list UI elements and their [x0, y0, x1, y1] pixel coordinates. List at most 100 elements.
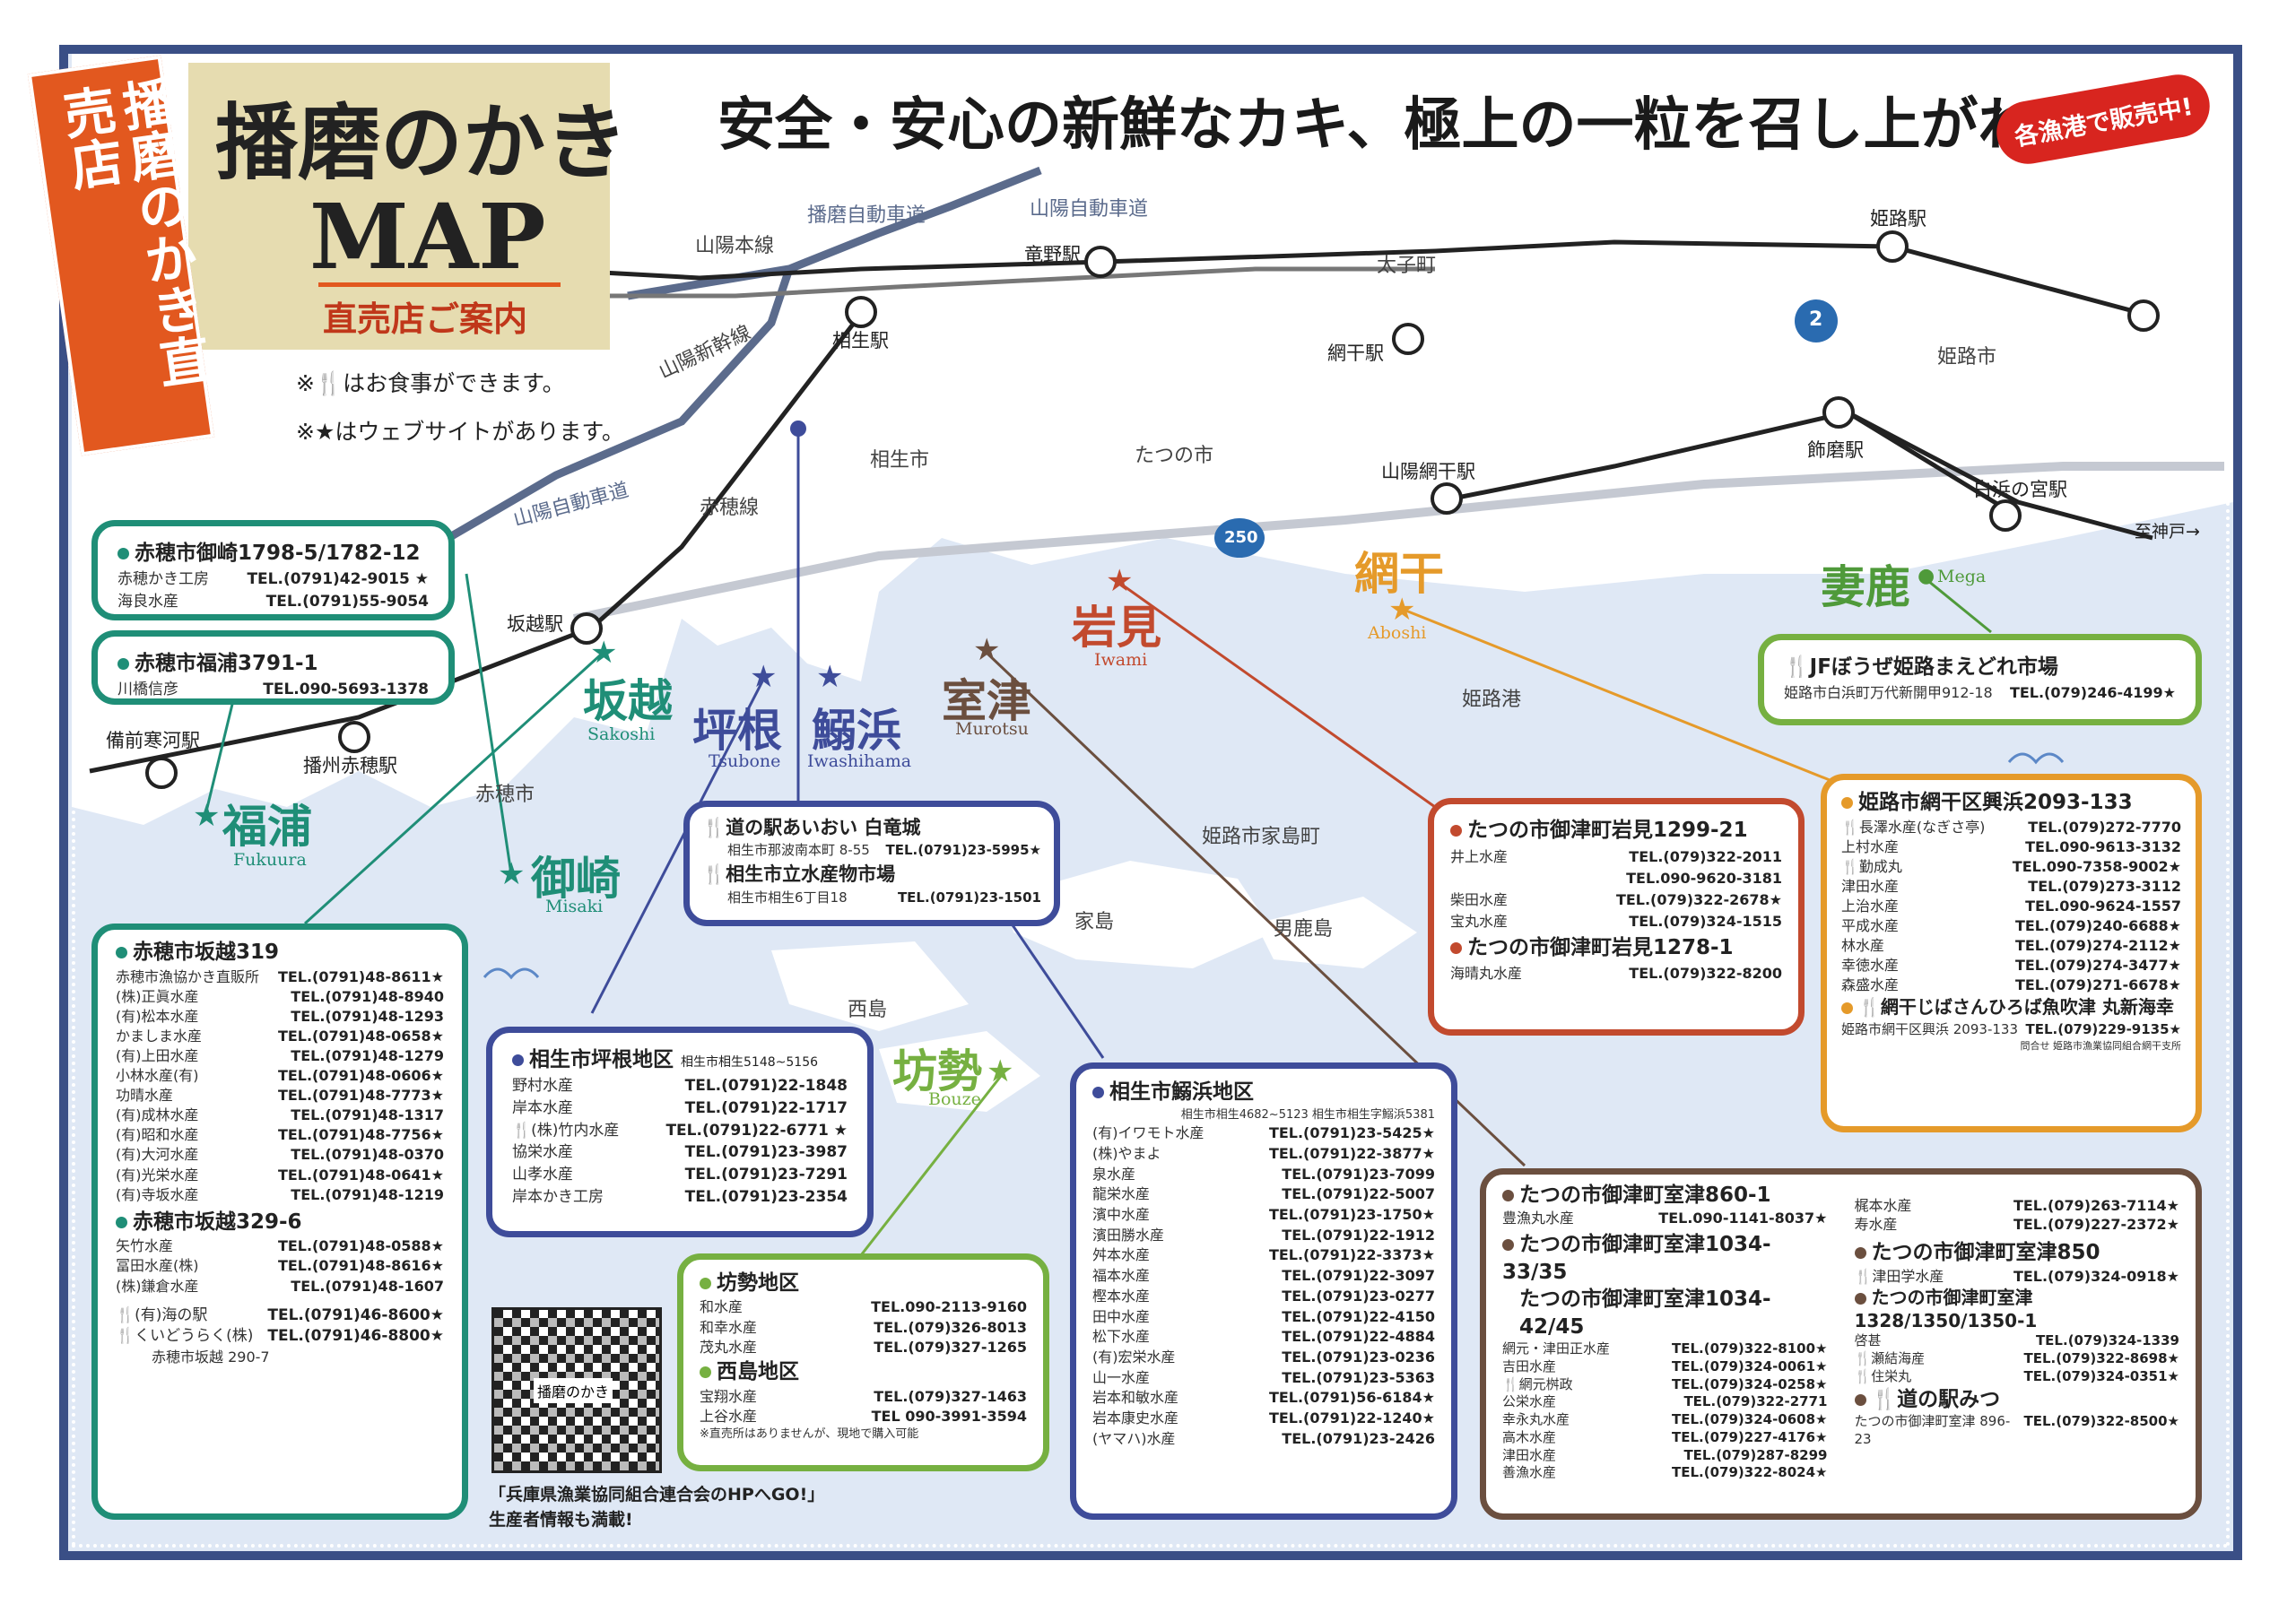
list-item-name: 善漁水産 [1502, 1464, 1557, 1481]
box-misaki-head: 赤穂市御崎1798-5/1782-12 [135, 542, 421, 565]
wave-decoration [483, 752, 2065, 980]
port-tsubone-en: Tsubone [709, 751, 781, 771]
port-misaki-en: Misaki [545, 897, 604, 916]
line-misaki [465, 573, 513, 875]
box-aboshi: 姫路市網干区興浜2093-133 🍴長澤水産(なぎさ亭) TEL.(079)272… [1821, 774, 2202, 1132]
star-fukuura: ★ [193, 798, 221, 834]
station-sakoshi: 坂越駅 [507, 613, 563, 635]
box-sakoshi-head: 赤穂市坂越319 [133, 941, 280, 964]
line-mega [1927, 579, 1992, 634]
headline: 安全・安心の新鮮なカキ、極上の一粒を召し上がれ。 [718, 91, 2094, 159]
title-underline [318, 282, 561, 287]
list-item-tel: TEL.(079)324-0608★ [1672, 1411, 1828, 1428]
list-item-tel: TEL.(0791)46-8800★ [267, 1327, 444, 1346]
box-iwami-head2: たつの市御津町岩見1278-1 [1467, 935, 1734, 959]
list-item: 宝丸水産 TEL.(079)324-1515 [1450, 911, 1782, 932]
qr-caption1: 「兵庫県漁業協同組合連合会のHPへGO!」 [489, 1485, 825, 1505]
list-item-tel: TEL.(079)287-8299 [1683, 1446, 1828, 1463]
bouze-island [879, 1031, 1040, 1112]
list-item-tel: TEL.(079)272-7770 [2028, 818, 2181, 836]
note-web: ※★はウェブサイトがあります。 [296, 419, 624, 445]
city-himeji: 姫路市 [1937, 346, 1997, 369]
list-item-tel: TEL.(079)324-1515 [1629, 912, 1782, 930]
box-aboshi-head: 姫路市網干区興浜2093-133 [1858, 791, 2133, 814]
city-aioi: 相生市 [870, 449, 930, 472]
list-item-name: 上谷水産 [700, 1407, 758, 1425]
station-bizenkanga: 備前寒河駅 [106, 730, 200, 751]
list-item-name: 宝丸水産 [1450, 912, 1509, 930]
list-item-tel: TEL.(0791)48-1293 [291, 1007, 444, 1025]
route-250-number: 250 [1224, 528, 1258, 547]
list-item-name: 矢竹水産 [116, 1237, 174, 1255]
list-item-tel: TEL.(079)273-3112 [2028, 877, 2181, 895]
station-tatsuno: 竜野駅 [1024, 244, 1081, 265]
station-aioi: 相生駅 [832, 330, 889, 351]
list-item-tel: TEL.(0791)22-4884 [1282, 1328, 1435, 1346]
port-fukuura-jp: 福浦 [222, 801, 312, 853]
list-item-name: 泉水産 [1092, 1165, 1136, 1183]
list-item-tel: TEL.(0791)23-3987 [684, 1143, 848, 1162]
line-tsubone [590, 681, 764, 1014]
list-item-tel: TEL.(0791)48-0606★ [277, 1067, 444, 1085]
list-item-tel: TEL.(0791)23-5363 [1282, 1368, 1435, 1386]
list-item-name: 森盛水産 [1841, 976, 1900, 994]
list-item-name: 上村水産 [1841, 837, 1900, 855]
box-murotsu-head3: たつの市御津町室津850 [1871, 1241, 2100, 1265]
box-murotsu-head4: たつの市御津町室津1328/1350/1350-1 [1854, 1286, 2038, 1332]
list-item-name: 上治水産 [1841, 898, 1900, 915]
list-item-name: (有)昭和水産 [116, 1126, 199, 1144]
list-item-tel: TEL.(079)322-2678★ [1615, 890, 1782, 908]
list-item-name: (株)やまよ [1092, 1144, 1161, 1162]
port-misaki-jp: 御崎 [531, 853, 621, 905]
list-item-tel: TEL.(0791)23-0277 [1282, 1287, 1435, 1305]
list-item-name: 🍴住栄丸 [1854, 1368, 1912, 1385]
list-item-name: 和幸水産 [700, 1318, 758, 1336]
list-item: TEL.090-9620-3181 [1450, 868, 1782, 889]
list-item-tel: TEL.(079)229-9135★ [2025, 1021, 2182, 1038]
list-item-name: 宝翔水産 [700, 1387, 758, 1405]
box-iwashihama-note: 相生市相生4682~5123 相生市相生字鰯浜5381 [1180, 1107, 1435, 1122]
port-himeji: 姫路港 [1462, 689, 1522, 711]
station-banshuako: 播州赤穂駅 [303, 755, 397, 776]
line-iwami [1118, 581, 1436, 809]
box-iwashihama: 相生市鰯浜地区 相生市相生4682~5123 相生市相生字鰯浜5381 (有)イ… [1070, 1062, 1457, 1520]
city-taishi: 太子町 [1377, 255, 1437, 277]
star-sakoshi: ★ [590, 635, 618, 671]
list-item-name: 🍴長澤水産(なぎさ亭) [1841, 818, 1986, 836]
list-item-tel: TEL.090-9620-3181 [1626, 869, 1782, 887]
list-item-name: 津田水産 [1841, 877, 1900, 895]
list-item-name: 🍴網元桝政 [1502, 1375, 1573, 1392]
list-item-name: (有)イワモト水産 [1092, 1124, 1205, 1142]
list-item-name: 🍴くいどうらく(株) [116, 1327, 254, 1346]
